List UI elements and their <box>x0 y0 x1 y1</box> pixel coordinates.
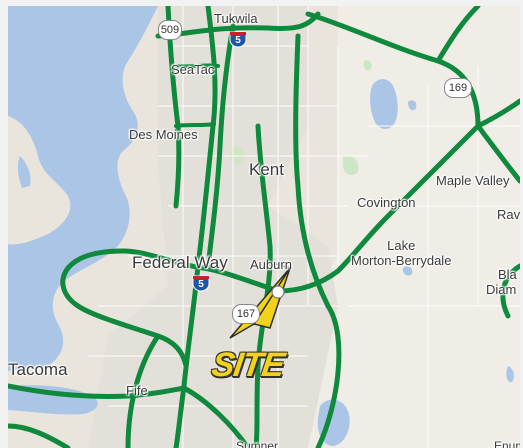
label-des-moines: Des Moines <box>129 127 198 142</box>
label-seatac: SeaTac <box>171 62 215 77</box>
park <box>363 60 372 71</box>
label-auburn: Auburn <box>250 257 292 272</box>
sr18-west <box>293 33 342 448</box>
park <box>343 155 359 176</box>
sr167-number: 167 <box>236 308 256 320</box>
sr169-black-diamond <box>500 263 520 319</box>
sr509-shield-icon: 509 <box>158 20 182 40</box>
sr509-south <box>60 265 189 369</box>
sr167-shield-icon: 167 <box>232 304 260 324</box>
lake-youngs <box>370 79 398 129</box>
site-marker-label[interactable]: SITE <box>209 346 287 384</box>
sr99-south <box>125 333 161 448</box>
sr18-federal-way <box>65 248 281 294</box>
i5-north-shield-icon: 5 <box>229 30 247 48</box>
label-federal-way: Federal Way <box>132 253 228 272</box>
i5-north-number: 5 <box>235 35 241 46</box>
label-sumner: Sumner <box>236 439 279 448</box>
east-lake <box>506 366 514 383</box>
auburn-marker-icon <box>271 285 285 299</box>
small-pond <box>76 210 85 219</box>
i5-south-shield-icon: 5 <box>192 274 210 292</box>
lake-morton <box>402 266 413 276</box>
sr169-south <box>475 123 520 184</box>
label-ravensdale: Rav <box>497 207 520 222</box>
site-pointer-tip <box>275 263 291 269</box>
sr169-shield-icon: 169 <box>444 78 472 98</box>
i5-south-number: 5 <box>198 279 204 290</box>
map-canvas[interactable]: 509 169 167 5 5 Tukwila SeaTac Des Moine… <box>8 6 520 448</box>
label-black-diamond-1: Bla <box>498 267 517 282</box>
label-black-diamond-2: Diam <box>486 282 517 297</box>
label-tukwila: Tukwila <box>214 11 258 26</box>
label-enumclaw: Enum <box>494 439 520 448</box>
sr509-number: 509 <box>160 24 180 36</box>
label-tacoma: Tacoma <box>8 360 68 379</box>
quartermaster-harbor <box>17 156 31 188</box>
label-lake-morton-berrydale: Lake Morton-Berrydale <box>351 238 452 268</box>
sr16-tacoma <box>8 383 187 400</box>
small-lake <box>408 100 417 111</box>
sr167-south <box>181 385 251 448</box>
rural-area <box>308 6 520 448</box>
sr169-number: 169 <box>448 82 468 94</box>
i5-highway <box>173 6 218 448</box>
label-fife: Fife <box>126 383 148 398</box>
map-base <box>8 6 520 448</box>
label-maple-valley: Maple Valley <box>436 173 510 188</box>
label-kent: Kent <box>249 160 284 179</box>
park <box>230 145 244 165</box>
sr18-east <box>275 123 481 294</box>
sr99-highway <box>205 23 236 269</box>
connectors <box>171 63 220 128</box>
puget-sound <box>8 6 158 371</box>
sr18-far-east <box>475 98 520 129</box>
sr169-north <box>435 6 481 64</box>
i5-tacoma <box>8 423 71 448</box>
vashon-island <box>8 116 71 245</box>
label-covington: Covington <box>357 195 416 210</box>
